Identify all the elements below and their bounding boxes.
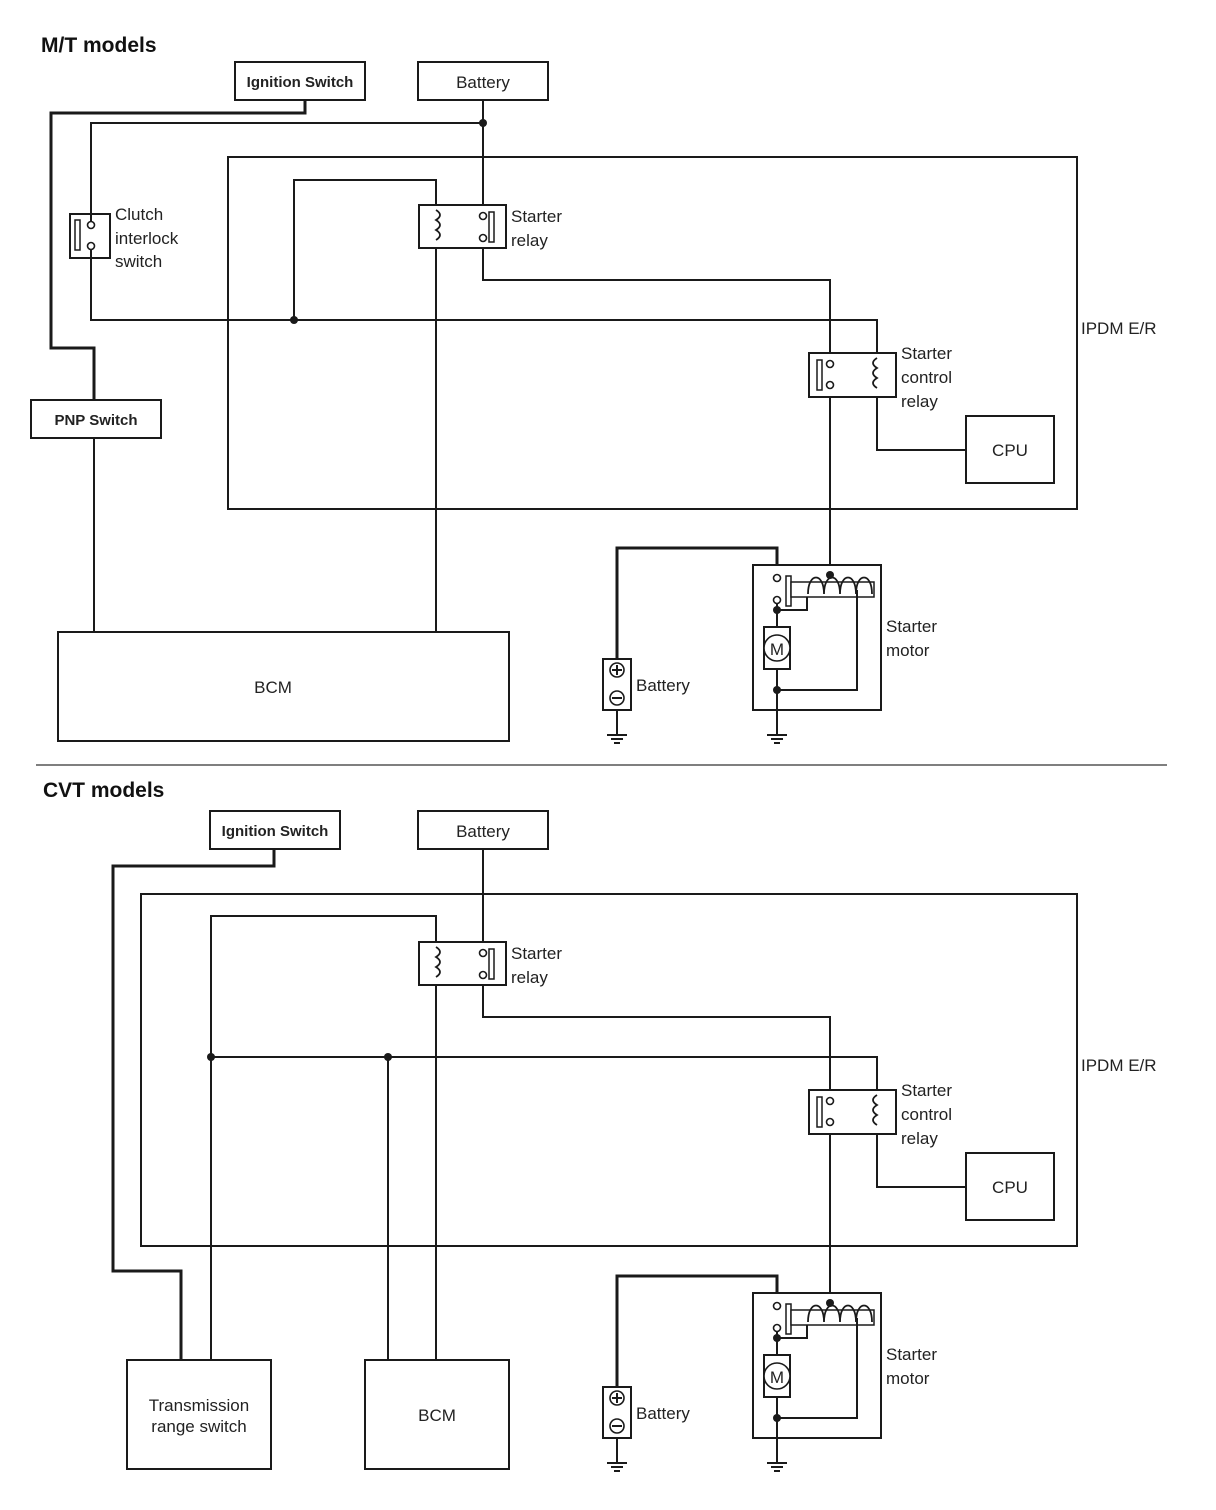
ground-icon bbox=[767, 734, 787, 744]
cvt-bcm: BCM bbox=[364, 1359, 510, 1470]
mt-section: M/T models IPDM E/R Ignition Switch Batt… bbox=[30, 34, 1157, 744]
cvt-starter-motor: M Starter motor bbox=[752, 1292, 937, 1472]
mt-clutch-label-2: interlock bbox=[115, 229, 179, 248]
cvt-junction-dot bbox=[207, 1053, 215, 1061]
cvt-section-title: CVT models bbox=[43, 779, 164, 802]
cvt-bcm-label: BCM bbox=[418, 1406, 456, 1425]
mt-scr-label-3: relay bbox=[901, 392, 938, 411]
cvt-starter-relay: Starter relay bbox=[418, 941, 562, 987]
cvt-starter-motor-label-1: Starter bbox=[886, 1345, 937, 1364]
mt-ignition-switch: Ignition Switch bbox=[234, 61, 366, 101]
mt-cpu: CPU bbox=[965, 415, 1055, 484]
mt-pnp-switch: PNP Switch bbox=[30, 399, 162, 439]
mt-clutch-label-1: Clutch bbox=[115, 205, 163, 224]
cvt-transmission-range-switch: Transmission range switch bbox=[126, 1359, 272, 1470]
mt-wires bbox=[49, 100, 966, 735]
cvt-scr-label-1: Starter bbox=[901, 1081, 952, 1100]
mt-junction-dot bbox=[290, 316, 298, 324]
cvt-ipdm-label: IPDM E/R bbox=[1081, 1056, 1157, 1075]
mt-clutch-label-3: switch bbox=[115, 252, 162, 271]
mt-starter-relay-label-2: relay bbox=[511, 231, 548, 250]
cvt-wires bbox=[111, 849, 966, 1463]
motor-symbol: M bbox=[770, 1368, 784, 1387]
cvt-battery: Battery bbox=[602, 1386, 690, 1472]
mt-starter-motor-label-2: motor bbox=[886, 641, 930, 660]
mt-starter-control-relay: Starter control relay bbox=[808, 344, 952, 411]
mt-battery: Battery bbox=[602, 658, 690, 744]
mt-junction-dot bbox=[479, 119, 487, 127]
motor-symbol: M bbox=[770, 640, 784, 659]
cvt-battery-box: Battery bbox=[417, 810, 549, 850]
mt-bcm-label: BCM bbox=[254, 678, 292, 697]
cvt-battery-bottom-label: Battery bbox=[636, 1404, 690, 1423]
mt-bcm: BCM bbox=[57, 631, 510, 742]
cvt-starter-relay-label-1: Starter bbox=[511, 944, 562, 963]
cvt-starter-relay-label-2: relay bbox=[511, 968, 548, 987]
mt-ignition-switch-label: Ignition Switch bbox=[247, 74, 354, 91]
ground-icon bbox=[607, 1462, 627, 1472]
cvt-starter-motor-label-2: motor bbox=[886, 1369, 930, 1388]
mt-clutch-interlock-switch: Clutch interlock switch bbox=[69, 205, 179, 271]
cvt-ipdm-frame bbox=[140, 893, 1078, 1247]
cvt-ignition-switch-label: Ignition Switch bbox=[222, 823, 329, 840]
cvt-trs-label-2: range switch bbox=[151, 1417, 246, 1436]
cvt-cpu: CPU bbox=[965, 1152, 1055, 1221]
cvt-ignition-switch: Ignition Switch bbox=[209, 810, 341, 850]
mt-ipdm-frame bbox=[227, 156, 1078, 510]
mt-battery-box: Battery bbox=[417, 61, 549, 101]
mt-ipdm-label: IPDM E/R bbox=[1081, 319, 1157, 338]
mt-section-title: M/T models bbox=[41, 34, 157, 57]
cvt-trs-label-1: Transmission bbox=[149, 1396, 249, 1415]
mt-starter-motor: M Starter motor bbox=[752, 564, 937, 744]
mt-battery-top-label: Battery bbox=[456, 73, 510, 92]
mt-scr-label-1: Starter bbox=[901, 344, 952, 363]
cvt-junction-dot bbox=[384, 1053, 392, 1061]
mt-starter-relay-label-1: Starter bbox=[511, 207, 562, 226]
mt-pnp-switch-label: PNP Switch bbox=[54, 412, 137, 429]
cvt-scr-label-3: relay bbox=[901, 1129, 938, 1148]
cvt-section: CVT models IPDM E/R Ignition Switch Batt… bbox=[43, 779, 1157, 1472]
mt-cpu-label: CPU bbox=[992, 441, 1028, 460]
ground-icon bbox=[767, 1462, 787, 1472]
cvt-starter-control-relay: Starter control relay bbox=[808, 1081, 952, 1148]
mt-starter-relay: Starter relay bbox=[418, 204, 562, 250]
cvt-cpu-label: CPU bbox=[992, 1178, 1028, 1197]
cvt-scr-label-2: control bbox=[901, 1105, 952, 1124]
mt-scr-label-2: control bbox=[901, 368, 952, 387]
ground-icon bbox=[607, 734, 627, 744]
mt-starter-motor-label-1: Starter bbox=[886, 617, 937, 636]
cvt-battery-top-label: Battery bbox=[456, 822, 510, 841]
mt-battery-bottom-label: Battery bbox=[636, 676, 690, 695]
